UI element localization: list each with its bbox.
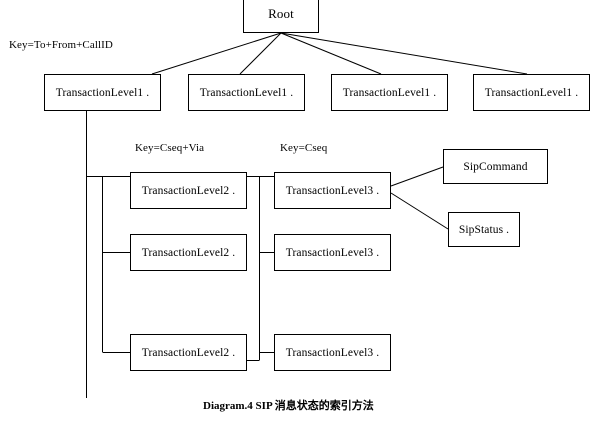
- node-transaction-level2-1[interactable]: TransactionLevel2 .: [130, 172, 247, 209]
- node-transaction-level3-3-label: TransactionLevel3 .: [285, 346, 380, 359]
- node-transaction-level1-4[interactable]: TransactionLevel1 .: [473, 74, 590, 111]
- node-transaction-level1-2-label: TransactionLevel1 .: [199, 86, 294, 99]
- edge-root-to-level1-1: [151, 32, 282, 75]
- node-transaction-level1-3[interactable]: TransactionLevel1 .: [331, 74, 448, 111]
- node-transaction-level2-2[interactable]: TransactionLevel2 .: [130, 234, 247, 271]
- node-transaction-level1-1-label: TransactionLevel1 .: [55, 86, 150, 99]
- node-transaction-level3-1[interactable]: TransactionLevel3 .: [274, 172, 391, 209]
- label-key-cseq-via: Key=Cseq+Via: [135, 142, 205, 154]
- node-transaction-level2-3[interactable]: TransactionLevel2 .: [130, 334, 247, 371]
- node-transaction-level3-3[interactable]: TransactionLevel3 .: [274, 334, 391, 371]
- node-root[interactable]: Root: [243, 0, 319, 33]
- node-sip-status-label: SipStatus .: [458, 223, 510, 236]
- node-transaction-level1-1[interactable]: TransactionLevel1 .: [44, 74, 161, 111]
- node-sip-command-label: SipCommand: [463, 160, 528, 173]
- node-sip-status[interactable]: SipStatus .: [448, 212, 520, 247]
- node-transaction-level1-2[interactable]: TransactionLevel1 .: [188, 74, 305, 111]
- node-transaction-level1-3-label: TransactionLevel1 .: [342, 86, 437, 99]
- node-transaction-level3-1-label: TransactionLevel3 .: [285, 184, 380, 197]
- node-sip-command[interactable]: SipCommand: [443, 149, 548, 184]
- edge-root-to-level1-3: [280, 32, 382, 75]
- label-key-to-from-callid: Key=To+From+CallID: [9, 39, 113, 51]
- diagram-caption: Diagram.4 SIP 消息状态的索引方法: [203, 400, 374, 412]
- edge-root-to-level1-4: [280, 32, 528, 75]
- node-transaction-level2-3-label: TransactionLevel2 .: [141, 346, 236, 359]
- edge-level3-to-sipstatus: [390, 192, 449, 230]
- node-transaction-level1-4-label: TransactionLevel1 .: [484, 86, 579, 99]
- node-transaction-level2-1-label: TransactionLevel2 .: [141, 184, 236, 197]
- node-transaction-level3-2[interactable]: TransactionLevel3 .: [274, 234, 391, 271]
- label-key-cseq: Key=Cseq: [280, 142, 328, 154]
- edge-root-to-level1-2: [239, 32, 282, 75]
- node-root-label: Root: [268, 5, 294, 21]
- edge-level3-to-sipcommand: [390, 166, 444, 187]
- node-transaction-level2-2-label: TransactionLevel2 .: [141, 246, 236, 259]
- node-transaction-level3-2-label: TransactionLevel3 .: [285, 246, 380, 259]
